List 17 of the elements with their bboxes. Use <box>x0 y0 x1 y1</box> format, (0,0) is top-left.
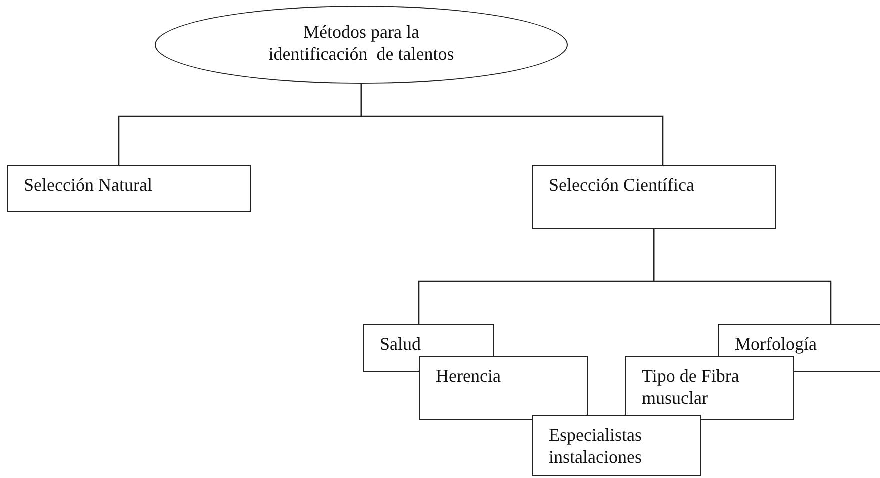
node-label: Tipo de Fibra musuclar <box>642 365 740 409</box>
box-node <box>718 324 880 356</box>
connector-line <box>653 229 832 324</box>
box-node <box>7 165 251 212</box>
node-label: Métodos para la identificación de talentos <box>268 21 456 65</box>
box-node <box>625 356 794 420</box>
node-label: Morfología <box>735 333 818 355</box>
node-label: Salud <box>380 333 422 355</box>
node-label: Especialistas instalaciones <box>549 424 643 468</box>
node-label: Herencia <box>436 365 502 387</box>
node-label: Selección Natural <box>24 174 154 196</box>
box-node <box>532 165 776 229</box>
box-node <box>532 415 701 476</box>
node-label: Selección Científica <box>549 174 696 196</box>
connector-line <box>360 84 664 165</box>
box-node <box>419 356 588 420</box>
box-node <box>363 324 494 356</box>
